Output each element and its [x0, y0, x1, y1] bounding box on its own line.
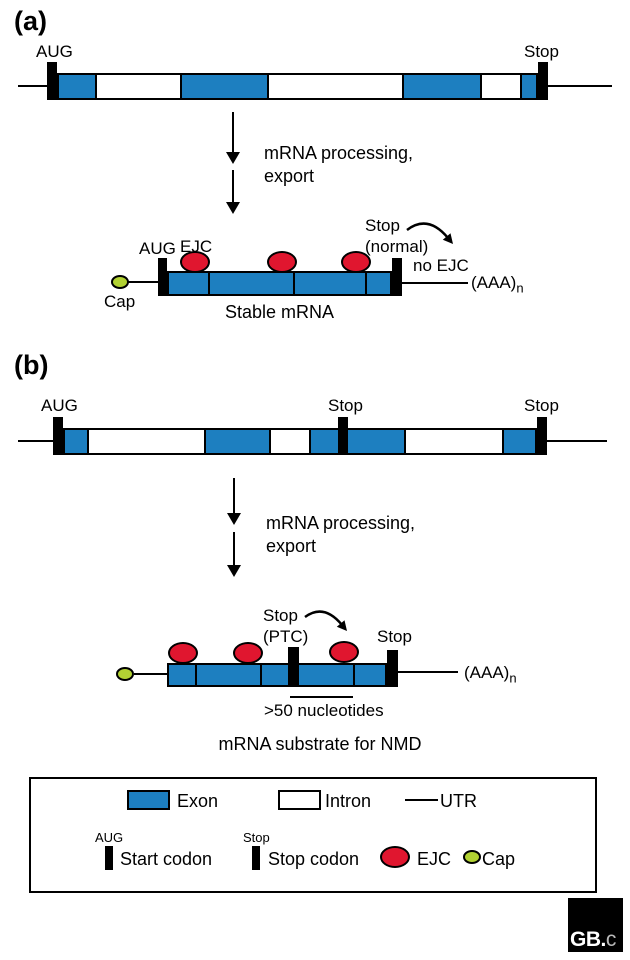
gene-b-start-codon-label: AUG — [41, 396, 78, 415]
mrna-a-leader-line — [128, 281, 158, 283]
legend-cap-label: Cap — [482, 849, 516, 869]
gene-a-stop-codon-bar — [538, 62, 548, 100]
gene-b-exon-2 — [204, 430, 269, 453]
gene-b-stop-codon-label: Stop — [524, 396, 559, 415]
legend-exon-label: Exon — [177, 791, 219, 811]
mrna-b-stop-codon-bar — [387, 650, 398, 687]
gene-a-start-codon-bar — [47, 62, 57, 100]
mrna-b-cap-icon — [116, 667, 134, 681]
legend-intron-swatch — [278, 790, 321, 810]
legend-stop-codon-label: Stop codon — [268, 849, 360, 869]
mrna-b-junction-1 — [195, 665, 197, 685]
panel-a-label: (a) — [14, 6, 47, 36]
process-label-a: mRNA processing, export — [264, 143, 414, 186]
mrna-a-polya-label: (AAA)n — [471, 273, 524, 296]
gene-a-intron-3 — [480, 75, 520, 98]
mrna-a-ejc-icon-1 — [180, 251, 210, 273]
gene-b-exon-4 — [502, 430, 535, 453]
process-arrow-a-1 — [226, 112, 240, 164]
gene-a-intron-1 — [95, 75, 180, 98]
mrna-a-cap-label: Cap — [104, 292, 136, 311]
legend-start-codon-marker: AUG — [95, 830, 124, 845]
mrna-b-ptc-bar — [288, 647, 299, 687]
mrna-b-exon-box — [167, 663, 387, 687]
mrna-a-stop-normal-label: Stop (normal) — [365, 216, 429, 256]
distance-bracket-line — [290, 696, 353, 698]
panel-b-label: (b) — [14, 350, 49, 380]
mrna-a-cap-icon — [111, 275, 129, 289]
legend-cap-icon — [463, 850, 481, 864]
mrna-b-ejc-icon-3 — [329, 641, 359, 663]
gene-a-intron-2 — [267, 75, 402, 98]
mrna-a-junction-1 — [208, 273, 210, 294]
process-arrow-b-2 — [227, 532, 241, 577]
mrna-a-junction-3 — [365, 273, 367, 294]
gene-a-exon-1 — [59, 75, 95, 98]
legend-start-codon-label: Start codon — [120, 849, 213, 869]
gene-a-exon-intron-strip — [57, 73, 538, 100]
mrna-a-caption: Stable mRNA — [224, 302, 335, 322]
gene-b-exon-intron-strip — [63, 428, 537, 455]
publisher-logo-text: GB.c — [570, 928, 616, 951]
mrna-a-start-codon-label: AUG — [139, 239, 176, 258]
legend-stop-codon-marker: Stop — [243, 830, 270, 845]
mrna-a-ejc-icon-2 — [267, 251, 297, 273]
mrna-b-ejc-icon-1 — [168, 642, 198, 664]
process-label-b: mRNA processing, export — [266, 513, 416, 556]
gene-b-start-codon-bar — [53, 417, 63, 455]
legend-ejc-label: EJC — [417, 849, 452, 869]
mrna-b-polya-label: (AAA)n — [464, 663, 517, 686]
gene-b-intron-1 — [87, 430, 204, 453]
legend-exon-swatch — [127, 790, 170, 810]
gene-b-stop-codon-bar — [537, 417, 547, 455]
gene-a-exon-2 — [180, 75, 267, 98]
mrna-a-start-codon-bar — [158, 258, 167, 296]
legend-intron-label: Intron — [325, 791, 372, 811]
gene-a-stop-codon-label: Stop — [524, 42, 559, 61]
legend-ejc-icon — [380, 846, 410, 868]
mrna-b-leader-line — [134, 673, 167, 675]
legend-start-codon-bar — [105, 846, 113, 870]
mrna-a-junction-2 — [293, 273, 295, 294]
mrna-b-junction-3 — [353, 665, 355, 685]
process-arrow-b-1 — [227, 478, 241, 525]
gene-b-intron-3 — [404, 430, 502, 453]
curved-arrow-a-icon — [406, 222, 453, 244]
gene-b-intron-2 — [269, 430, 309, 453]
gene-a-start-codon-label: AUG — [36, 42, 73, 61]
publisher-logo: GB.c — [568, 898, 623, 952]
mrna-a-tail-line — [402, 282, 468, 284]
mrna-b-stop-codon-label: Stop — [377, 627, 412, 646]
mrna-a-no-ejc-label: no EJC — [413, 256, 469, 275]
mrna-b-ejc-icon-2 — [233, 642, 263, 664]
gene-a-exon-3 — [402, 75, 480, 98]
gene-b-ptc-bar — [338, 417, 348, 455]
mrna-a-exon-box — [167, 271, 392, 296]
gene-b-exon-1 — [65, 430, 87, 453]
mrna-b-junction-2 — [260, 665, 262, 685]
gene-b-exon-3 — [309, 430, 404, 453]
legend-box — [29, 777, 597, 893]
mrna-a-ejc-icon-3 — [341, 251, 371, 273]
gene-b-ptc-label: Stop — [328, 396, 363, 415]
legend-utr-label: UTR — [440, 791, 477, 811]
mrna-b-caption: mRNA substrate for NMD — [218, 734, 422, 754]
distance-label: >50 nucleotides — [264, 701, 384, 720]
gene-a-exon-4 — [520, 75, 536, 98]
legend-utr-line — [405, 799, 438, 801]
mrna-b-stop-ptc-label: Stop (PTC) — [263, 606, 309, 646]
process-arrow-a-2 — [226, 170, 240, 214]
mrna-b-tail-line — [398, 671, 458, 673]
curved-arrow-b-icon — [304, 610, 347, 631]
mrna-a-stop-codon-bar — [392, 258, 402, 296]
legend-stop-codon-bar — [252, 846, 260, 870]
